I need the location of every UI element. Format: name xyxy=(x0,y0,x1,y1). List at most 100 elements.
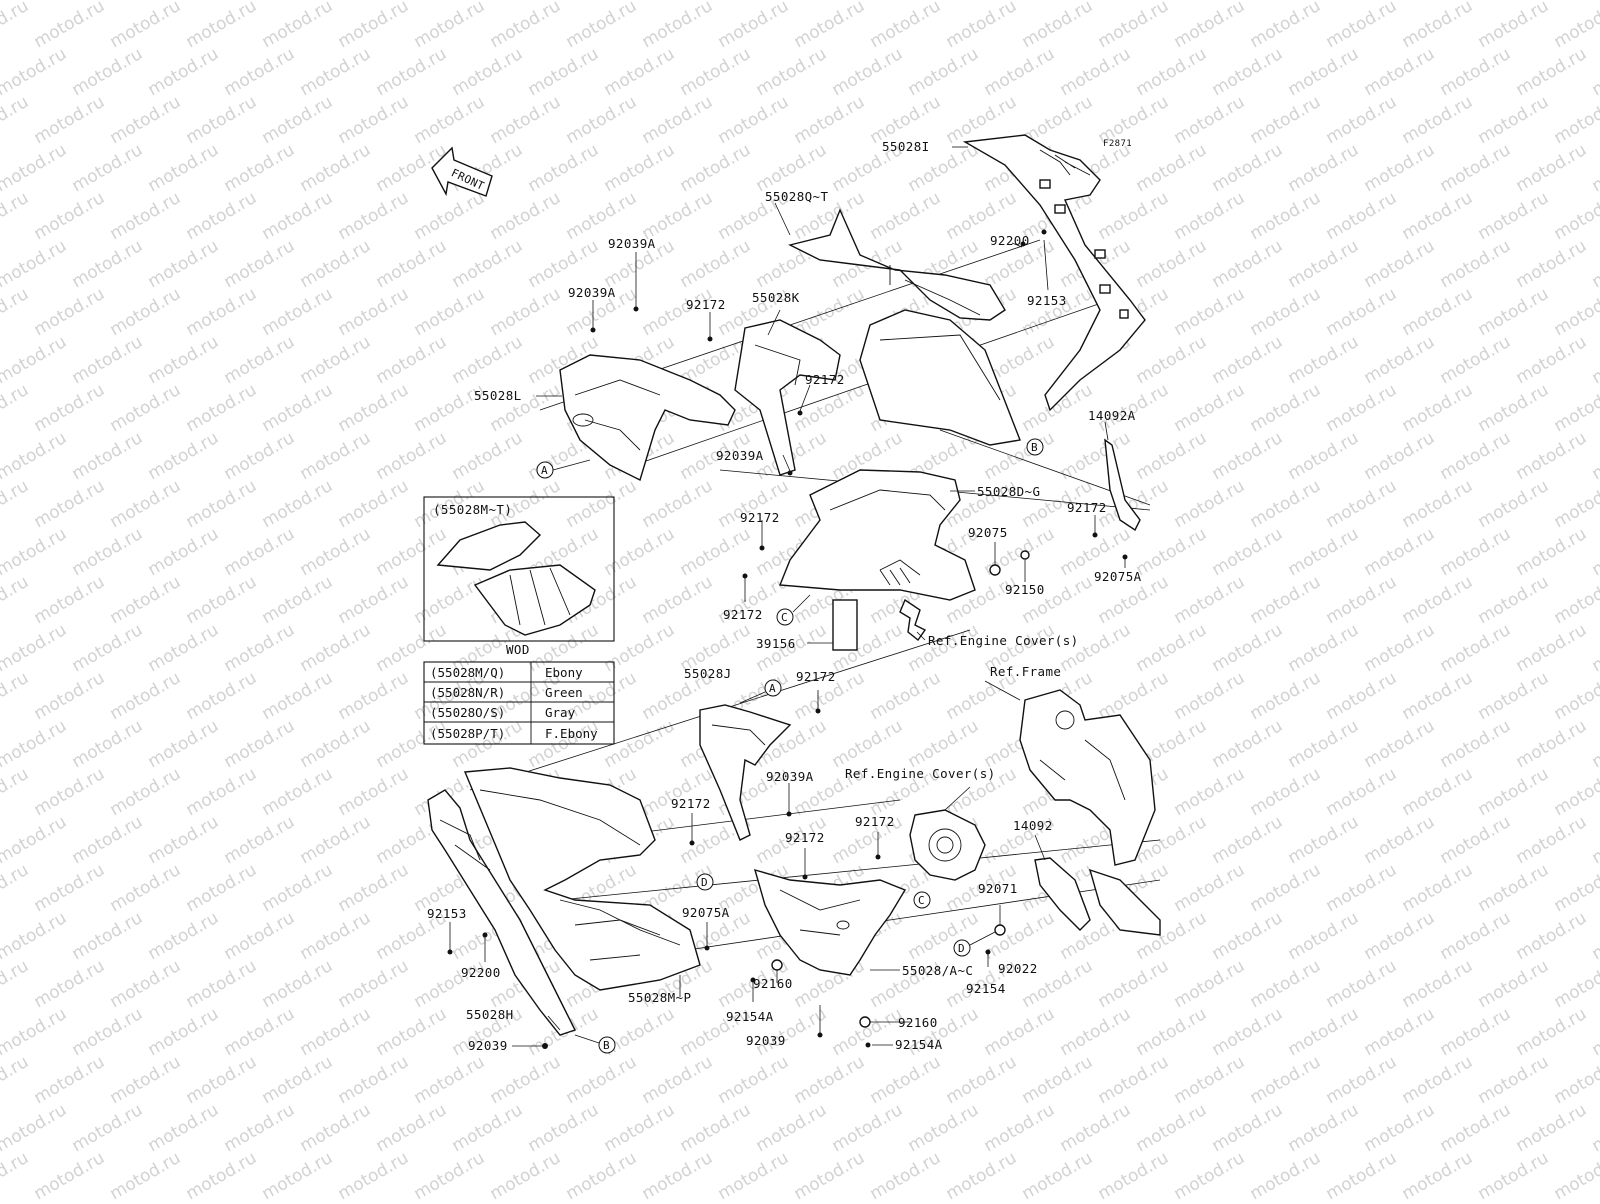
watermark-text: motod.ru xyxy=(1209,332,1287,388)
watermark-text: motod.ru xyxy=(1019,572,1097,628)
watermark-text: motod.ru xyxy=(601,524,679,580)
watermark-text: motod.ru xyxy=(1513,908,1591,964)
watermark-text: motod.ru xyxy=(677,236,755,292)
watermark-text: motod.ru xyxy=(183,284,261,340)
watermark-text: motod.ru xyxy=(0,716,70,772)
watermark-text: motod.ru xyxy=(145,428,223,484)
svg-text:D: D xyxy=(958,942,965,955)
watermark-text: motod.ru xyxy=(1247,956,1325,1012)
ref-circle-B-upper: B xyxy=(1027,439,1043,455)
watermark-text: motod.ru xyxy=(1323,0,1401,52)
watermark-text: motod.ru xyxy=(1589,716,1600,772)
watermark-text: motod.ru xyxy=(867,1148,945,1200)
watermark-text: motod.ru xyxy=(183,572,261,628)
watermark-text: motod.ru xyxy=(1133,428,1211,484)
watermark-text: motod.ru xyxy=(0,44,70,100)
watermark-text: motod.ru xyxy=(183,188,261,244)
watermark-text: motod.ru xyxy=(69,1004,147,1060)
watermark-text: motod.ru xyxy=(145,332,223,388)
watermark-text: motod.ru xyxy=(677,0,755,4)
watermark-text: motod.ru xyxy=(1057,0,1135,4)
watermark-text: motod.ru xyxy=(449,44,527,100)
table-color-3: Gray xyxy=(545,705,576,720)
watermark-text: motod.ru xyxy=(525,140,603,196)
watermark-text: motod.ru xyxy=(297,1004,375,1060)
watermark-text: motod.ru xyxy=(69,428,147,484)
watermark-text: motod.ru xyxy=(1551,668,1600,724)
svg-text:B: B xyxy=(603,1039,610,1052)
watermark-text: motod.ru xyxy=(1551,380,1600,436)
watermark-text: motod.ru xyxy=(0,524,70,580)
watermark-text: motod.ru xyxy=(1361,1100,1439,1156)
watermark-text: motod.ru xyxy=(1057,1004,1135,1060)
watermark-text: motod.ru xyxy=(1513,428,1591,484)
watermark-text: motod.ru xyxy=(449,1100,527,1156)
watermark-text: motod.ru xyxy=(1437,620,1515,676)
label-92039: 92039 xyxy=(746,1033,786,1048)
watermark-text: motod.ru xyxy=(221,44,299,100)
watermark-text: motod.ru xyxy=(69,1100,147,1156)
watermark-text: motod.ru xyxy=(829,716,907,772)
watermark-text: motod.ru xyxy=(411,188,489,244)
watermark-text: motod.ru xyxy=(1475,188,1553,244)
watermark-text: motod.ru xyxy=(715,0,793,52)
watermark-text: motod.ru xyxy=(1133,236,1211,292)
label-92172-4: 92172 xyxy=(1067,500,1107,515)
watermark-text: motod.ru xyxy=(1361,44,1439,100)
ref-circle-C-lower: C xyxy=(914,892,930,908)
watermark-text: motod.ru xyxy=(677,524,755,580)
watermark-text: motod.ru xyxy=(411,284,489,340)
watermark-text: motod.ru xyxy=(1095,1148,1173,1200)
watermark-text: motod.ru xyxy=(1323,764,1401,820)
watermark-text: motod.ru xyxy=(335,284,413,340)
watermark-text: motod.ru xyxy=(107,668,185,724)
table-parts-1: (55028M/Q) xyxy=(430,665,505,680)
watermark-text: motod.ru xyxy=(69,0,147,4)
watermark-text: motod.ru xyxy=(1133,1100,1211,1156)
part-55028D-G xyxy=(780,470,975,600)
watermark-text: motod.ru xyxy=(525,44,603,100)
watermark-text: motod.ru xyxy=(107,860,185,916)
watermark-text: motod.ru xyxy=(1399,0,1477,52)
watermark-text: motod.ru xyxy=(867,0,945,52)
watermark-text: motod.ru xyxy=(1361,620,1439,676)
watermark-text: motod.ru xyxy=(107,0,185,52)
watermark-text: motod.ru xyxy=(981,1100,1059,1156)
watermark-text: motod.ru xyxy=(1095,0,1173,52)
watermark-text: motod.ru xyxy=(1171,764,1249,820)
watermark-text: motod.ru xyxy=(1437,716,1515,772)
watermark-text: motod.ru xyxy=(0,812,70,868)
watermark-text: motod.ru xyxy=(0,764,32,820)
watermark-text: motod.ru xyxy=(1209,1100,1287,1156)
watermark-text: motod.ru xyxy=(1133,1004,1211,1060)
watermark-text: motod.ru xyxy=(31,188,109,244)
watermark-text: motod.ru xyxy=(335,380,413,436)
label-92039A-4: 92039A xyxy=(766,769,814,784)
watermark-text: motod.ru xyxy=(297,332,375,388)
watermark-text: motod.ru xyxy=(69,812,147,868)
watermark-text: motod.ru xyxy=(753,140,831,196)
watermark-text: motod.ru xyxy=(31,380,109,436)
label-92075A-2: 92075A xyxy=(682,905,730,920)
ref-circle-D-lower: D xyxy=(697,874,713,890)
watermark-text: motod.ru xyxy=(525,0,603,4)
watermark-text: motod.ru xyxy=(0,1052,32,1108)
watermark-text: motod.ru xyxy=(259,188,337,244)
label-92200-top: 92200 xyxy=(990,233,1030,248)
watermark-text: motod.ru xyxy=(107,1052,185,1108)
label-55028H: 55028H xyxy=(466,1007,514,1022)
watermark-text: motod.ru xyxy=(1285,1100,1363,1156)
watermark-text: motod.ru xyxy=(107,284,185,340)
watermark-text: motod.ru xyxy=(1171,92,1249,148)
watermark-text: motod.ru xyxy=(639,764,717,820)
watermark-text: motod.ru xyxy=(1247,1052,1325,1108)
watermark-text: motod.ru xyxy=(297,44,375,100)
label-55028D-G: 55028D~G xyxy=(977,484,1040,499)
watermark-text: motod.ru xyxy=(411,1148,489,1200)
watermark-text: motod.ru xyxy=(373,1004,451,1060)
watermark-text: motod.ru xyxy=(145,716,223,772)
watermark-text: motod.ru xyxy=(1057,44,1135,100)
watermark-text: motod.ru xyxy=(1475,764,1553,820)
watermark-text: motod.ru xyxy=(1247,284,1325,340)
watermark-text: motod.ru xyxy=(1361,428,1439,484)
